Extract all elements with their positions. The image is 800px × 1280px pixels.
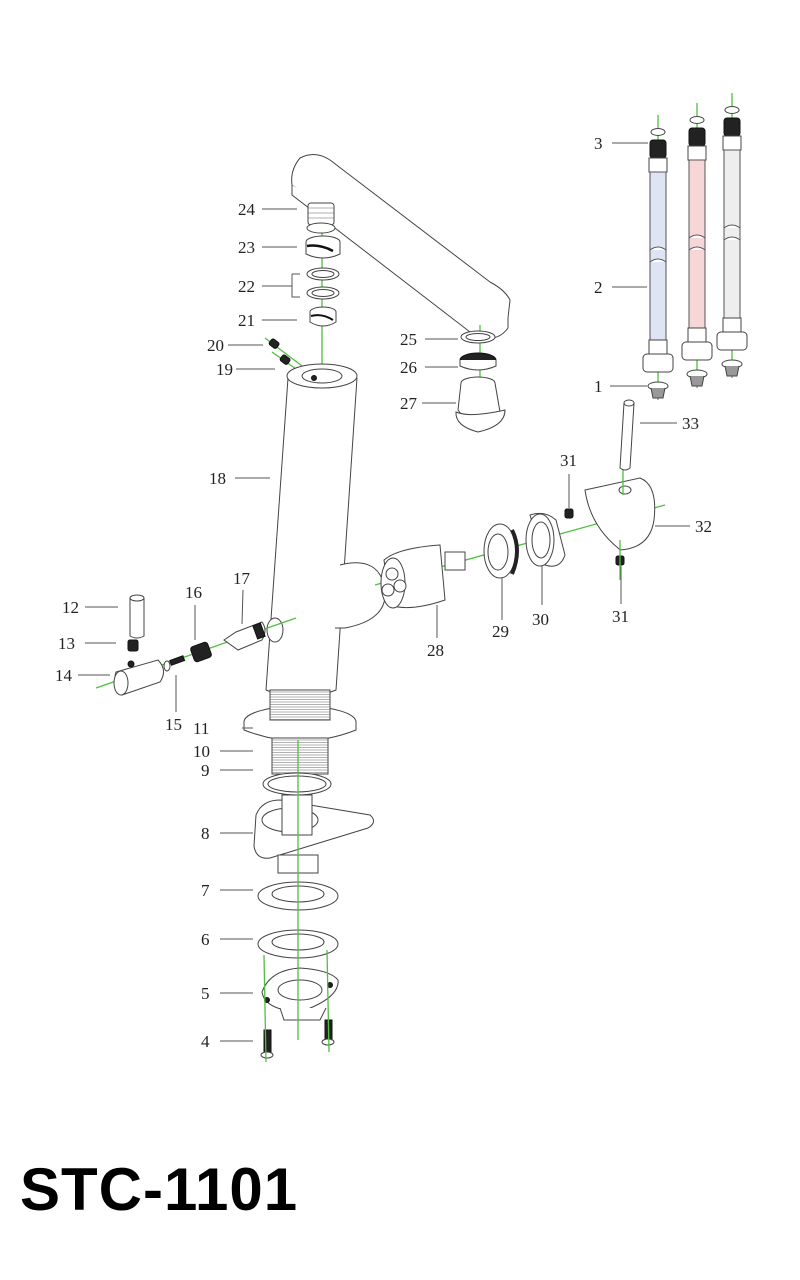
part-33-lever bbox=[619, 399, 635, 471]
part-25-washer bbox=[460, 330, 496, 344]
part-14-handle-body bbox=[113, 659, 164, 696]
callout-4: 4 bbox=[201, 1032, 210, 1051]
part-8-bracket bbox=[253, 794, 374, 874]
leader-lines bbox=[78, 142, 690, 1042]
callout-19: 19 bbox=[216, 360, 233, 379]
callout-24: 24 bbox=[238, 200, 256, 219]
callout-12: 12 bbox=[62, 598, 79, 617]
callout-28: 28 bbox=[427, 641, 444, 660]
part-12-lever bbox=[129, 594, 145, 639]
callout-labels: 1 2 3 4 5 6 7 8 9 10 11 12 13 14 15 16 1… bbox=[55, 134, 712, 1051]
hose-3 bbox=[716, 93, 748, 378]
callout-33: 33 bbox=[682, 414, 699, 433]
callout-30: 30 bbox=[532, 610, 549, 629]
part-29-nut bbox=[483, 523, 519, 579]
part-23-nut bbox=[305, 235, 341, 259]
part-28-cartridge bbox=[380, 544, 466, 609]
part-20-set-screw bbox=[268, 338, 280, 349]
part-13-set-screw bbox=[127, 639, 139, 652]
part-16-adapter bbox=[190, 641, 212, 663]
callout-25: 25 bbox=[400, 330, 417, 349]
part-5-mounting-nut bbox=[261, 967, 339, 1021]
callout-32: 32 bbox=[695, 517, 712, 536]
axis-screw-right bbox=[326, 949, 330, 1053]
hose-2 bbox=[681, 103, 713, 388]
callout-13: 13 bbox=[58, 634, 75, 653]
callout-20: 20 bbox=[207, 336, 224, 355]
callout-2: 2 bbox=[594, 278, 603, 297]
hoses bbox=[642, 93, 748, 400]
part-17-valve bbox=[223, 621, 266, 651]
callout-31-top: 31 bbox=[560, 451, 577, 470]
callout-26: 26 bbox=[400, 358, 417, 377]
part-24-threaded-nipple bbox=[306, 202, 336, 234]
callout-9: 9 bbox=[201, 761, 210, 780]
callout-6: 6 bbox=[201, 930, 210, 949]
callout-10: 10 bbox=[193, 742, 210, 761]
callout-1: 1 bbox=[594, 377, 603, 396]
callout-16: 16 bbox=[185, 583, 202, 602]
callout-14: 14 bbox=[55, 666, 73, 685]
part-21-ring bbox=[309, 306, 337, 327]
part-26-aerator-insert bbox=[459, 352, 497, 371]
callout-7: 7 bbox=[201, 881, 210, 900]
callout-21: 21 bbox=[238, 311, 255, 330]
part-9-o-ring bbox=[262, 772, 332, 796]
callout-23: 23 bbox=[238, 238, 255, 257]
callout-11: 11 bbox=[193, 719, 209, 738]
callout-18: 18 bbox=[209, 469, 226, 488]
part-22-o-rings bbox=[306, 267, 340, 300]
callout-3: 3 bbox=[594, 134, 603, 153]
callout-27: 27 bbox=[400, 394, 418, 413]
part-31-set-screw-top bbox=[564, 508, 574, 519]
callout-8: 8 bbox=[201, 824, 210, 843]
callout-5: 5 bbox=[201, 984, 210, 1003]
part-32-handle bbox=[584, 477, 656, 551]
callout-29: 29 bbox=[492, 622, 509, 641]
part-10-threaded-shank bbox=[269, 689, 331, 775]
callout-22: 22 bbox=[238, 277, 255, 296]
axis-screw-left bbox=[263, 954, 267, 1063]
part-27-aerator-housing bbox=[455, 376, 506, 433]
callout-31-bottom: 31 bbox=[612, 607, 629, 626]
part-18-faucet-body bbox=[265, 363, 386, 698]
part-15-screw bbox=[163, 655, 186, 672]
hose-1 bbox=[642, 115, 674, 400]
part-30-cap bbox=[525, 512, 566, 567]
model-number-title: STC-1101 bbox=[20, 1156, 299, 1223]
part-19-set-screw bbox=[279, 354, 291, 365]
callout-17: 17 bbox=[233, 569, 251, 588]
callout-15: 15 bbox=[165, 715, 182, 734]
